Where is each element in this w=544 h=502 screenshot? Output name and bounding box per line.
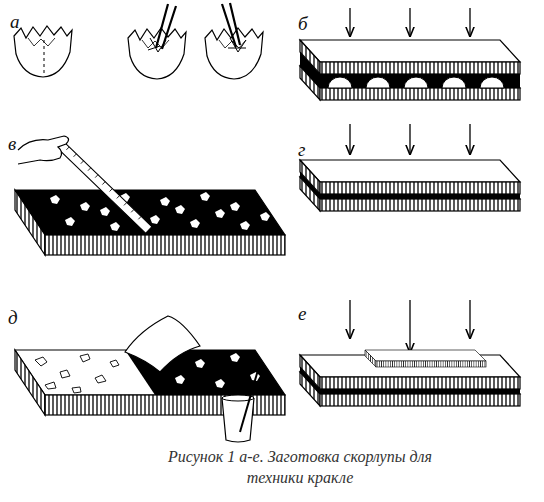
peeled-paper-board [15, 316, 285, 442]
panel-letter: а [10, 12, 20, 31]
figure-caption: Рисунок 1 а-е. Заготовка скорлупы для те… [160, 447, 440, 489]
egg-shells [14, 3, 263, 79]
board-with-shells [15, 136, 285, 255]
panel-letter: г [298, 140, 305, 159]
panel-letter: б [298, 14, 308, 33]
press-with-small-board [300, 300, 520, 406]
press-with-shells [300, 8, 520, 100]
panel-letter: в [8, 134, 16, 153]
panel-letter: е [298, 304, 306, 323]
flat-press [300, 124, 520, 211]
panel-letter: д [8, 308, 18, 327]
